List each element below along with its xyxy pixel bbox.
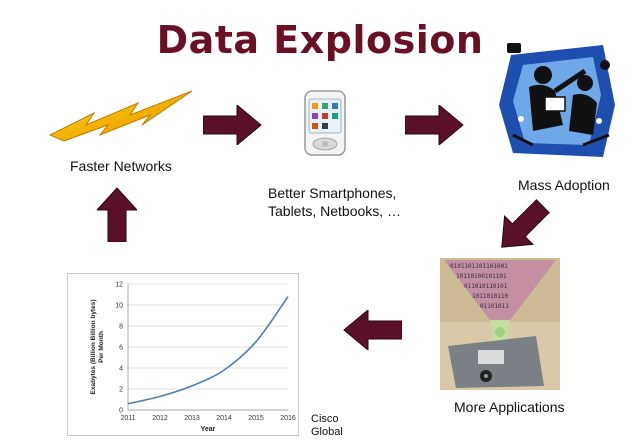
binary-funnel-disk-icon: 0101101101101001 10110100101101 01101011… [440,258,560,390]
smartphones-label-line1: Better Smartphones, [268,185,397,201]
source-label-line1: Cisco [311,413,339,425]
x-tick-label: 2014 [216,415,232,422]
smartphones-label-line2: Tablets, Netbooks, … [268,203,402,219]
svg-text:0101101101101001: 0101101101101001 [450,263,508,270]
mass-adoption-label: Mass Adoption [518,177,610,193]
faster-networks-label: Faster Networks [70,158,172,174]
y-tick-label: 6 [119,345,123,352]
x-tick-label: 2015 [248,415,264,422]
y-tick-label: 10 [115,303,123,310]
page-title: Data Explosion [156,18,484,62]
source-label-line2: Global [311,426,343,438]
arrow-right-2 [405,105,465,145]
y-tick-label: 2 [119,387,123,394]
arrow-diagonal [488,196,558,256]
arrow-left [342,310,402,350]
svg-text:10110100101101: 10110100101101 [456,273,507,280]
arrow-right-1 [203,105,263,145]
smartphone-icon [303,90,347,156]
y-tick-label: 12 [115,282,123,289]
lightning-bolt-icon [46,85,196,145]
x-tick-label: 2012 [152,415,168,422]
more-applications-label: More Applications [454,399,565,415]
y-tick-label: 8 [119,324,123,331]
x-tick-label: 2016 [280,415,296,422]
x-tick-label: 2011 [120,415,135,422]
svg-text:01101011: 01101011 [480,303,509,310]
series-line [127,296,289,405]
y-tick-label: 0 [119,408,123,415]
x-tick-label: 2013 [184,415,200,422]
svg-text:011010110101: 011010110101 [464,283,508,290]
arrow-up [97,186,137,242]
x-axis-title: Year [201,426,216,433]
y-tick-label: 4 [119,366,123,373]
svg-text:1011010110: 1011010110 [472,293,509,300]
y-axis-title: Exabytes (Billion Billion bytes)Per Mont… [90,300,105,395]
people-clipart-icon [493,35,623,165]
